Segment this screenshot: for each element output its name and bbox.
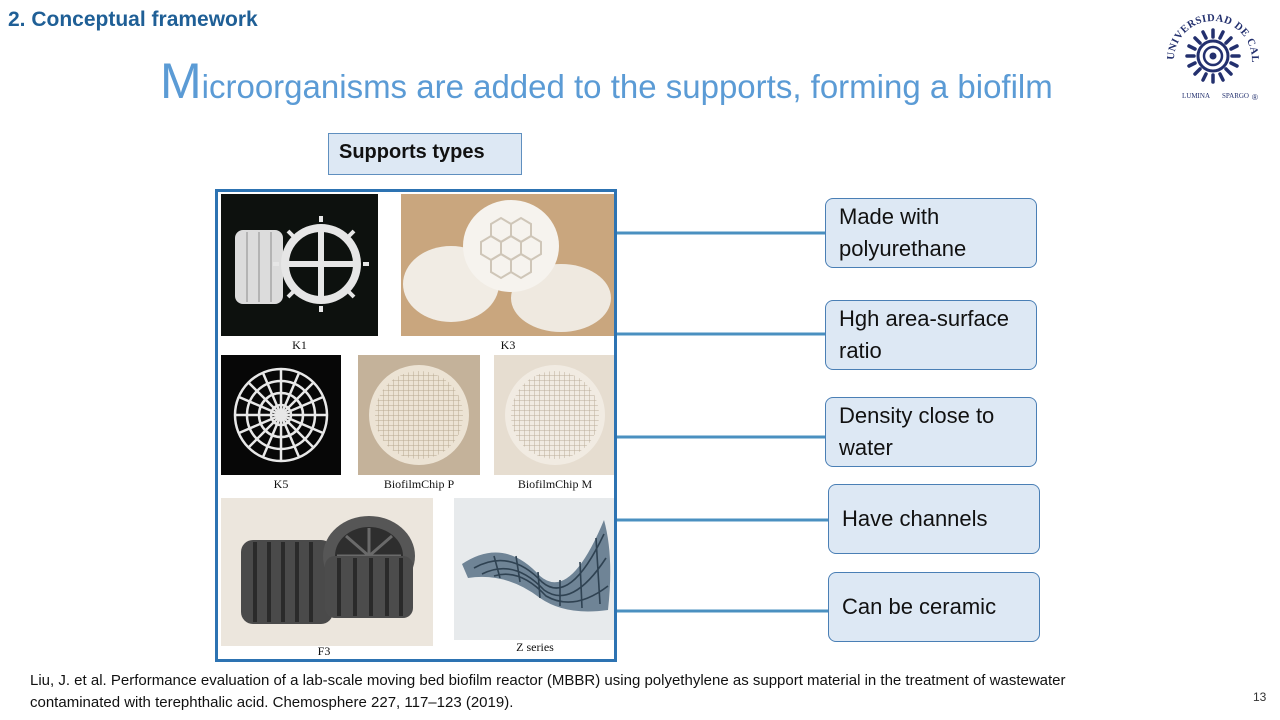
f3-carrier-image	[221, 498, 433, 646]
k5-carrier-image	[221, 355, 341, 475]
page-number: 13	[1253, 690, 1267, 704]
caption-k5: K5	[273, 477, 289, 491]
citation: Liu, J. et al. Performance evaluation of…	[30, 672, 1066, 711]
logo-text-top: UNIVERSIDAD DE CALDAS	[1160, 2, 1260, 63]
sun-spiral-icon	[1185, 28, 1241, 84]
caption-f3: F3	[317, 644, 331, 658]
slide-title: Microorganisms are added to the supports…	[160, 52, 1053, 110]
caption-biofilmchip-m: BiofilmChip M	[517, 477, 593, 491]
logo-registered-mark: ®	[1252, 93, 1258, 102]
university-logo: UNIVERSIDAD DE CALDAS LUMINA SPARGO ®	[1160, 2, 1260, 102]
property-box-density: Density close to water	[825, 397, 1037, 467]
logo-text-bottom-left: LUMINA	[1182, 92, 1210, 100]
property-box-ceramic: Can be ceramic	[828, 572, 1040, 642]
caption-biofilmchip-p: BiofilmChip P	[383, 477, 455, 491]
section-title: 2. Conceptual framework	[8, 8, 258, 31]
title-rest: icroorganisms are added to the supports,…	[201, 68, 1053, 105]
property-box-area-surface: Hgh area-surface ratio	[825, 300, 1037, 370]
k1-carrier-image	[221, 194, 378, 336]
z-series-carrier-image	[454, 498, 614, 640]
caption-k1: K1	[292, 338, 307, 352]
property-box-channels: Have channels	[828, 484, 1040, 554]
property-box-polyurethane: Made with polyurethane	[825, 198, 1037, 268]
support-types-photo: K1 K3	[215, 189, 617, 662]
caption-z-series: Z series	[516, 640, 554, 654]
biofilmchip-m-image	[494, 355, 614, 475]
title-initial: M	[160, 53, 202, 109]
k3-carrier-image	[401, 194, 614, 336]
logo-text-bottom-right: SPARGO	[1222, 92, 1249, 100]
supports-types-label: Supports types	[328, 133, 522, 175]
caption-k3: K3	[500, 338, 516, 352]
biofilmchip-p-image	[358, 355, 480, 475]
